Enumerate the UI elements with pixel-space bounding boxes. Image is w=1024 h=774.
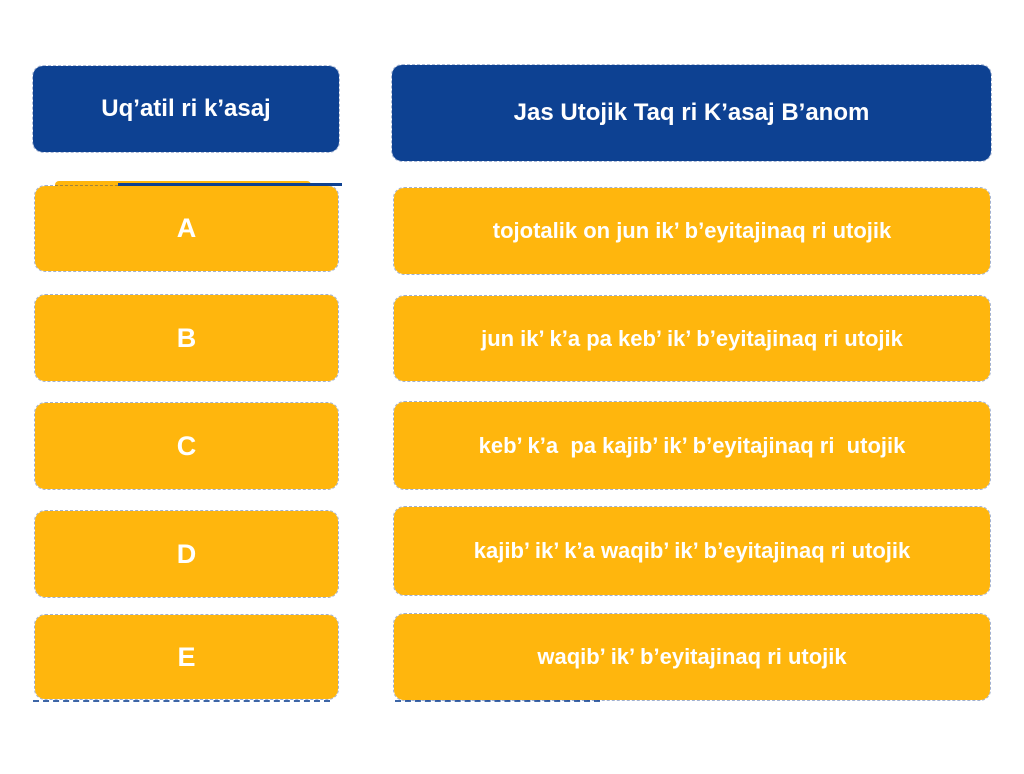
answer-text: kajib’ ik’ k’a waqib’ ik’ b’eyitajinaq r… <box>473 538 911 563</box>
placeholder-dashed-line <box>33 700 330 702</box>
answer-card-5[interactable]: waqib’ ik’ b’eyitajinaq ri utojik <box>393 613 991 701</box>
left-column-header: Uq’atil ri k’asaj <box>32 65 340 153</box>
placeholder-dashed-line <box>395 700 600 702</box>
option-card-e[interactable]: E <box>34 614 339 700</box>
option-letter: C <box>176 430 197 461</box>
placeholder-outline-top <box>118 183 342 186</box>
answer-text: tojotalik on jun ik’ b’eyitajinaq ri uto… <box>492 218 892 243</box>
option-letter: A <box>176 213 197 243</box>
answer-text: jun ik’ k’a pa keb’ ik’ b’eyitajinaq ri … <box>481 325 903 351</box>
answer-card-3[interactable]: keb’ k’a pa kajib’ ik’ b’eyitajinaq ri u… <box>393 401 991 490</box>
option-card-d[interactable]: D <box>34 510 339 598</box>
answer-text: waqib’ ik’ b’eyitajinaq ri utojik <box>537 644 847 669</box>
option-card-c[interactable]: C <box>34 402 339 490</box>
option-card-b[interactable]: B <box>34 294 339 382</box>
answer-card-4[interactable]: kajib’ ik’ k’a waqib’ ik’ b’eyitajinaq r… <box>393 506 991 596</box>
option-card-a[interactable]: A <box>34 185 339 272</box>
option-letter: D <box>176 538 197 569</box>
answer-text: keb’ k’a pa kajib’ ik’ b’eyitajinaq ri u… <box>478 432 906 458</box>
option-letter: B <box>176 322 197 353</box>
option-letter: E <box>177 641 196 672</box>
right-column-header: Jas Utojik Taq ri K’asaj B’anom <box>391 64 992 162</box>
answer-card-1[interactable]: tojotalik on jun ik’ b’eyitajinaq ri uto… <box>393 187 991 275</box>
answer-card-2[interactable]: jun ik’ k’a pa keb’ ik’ b’eyitajinaq ri … <box>393 295 991 382</box>
